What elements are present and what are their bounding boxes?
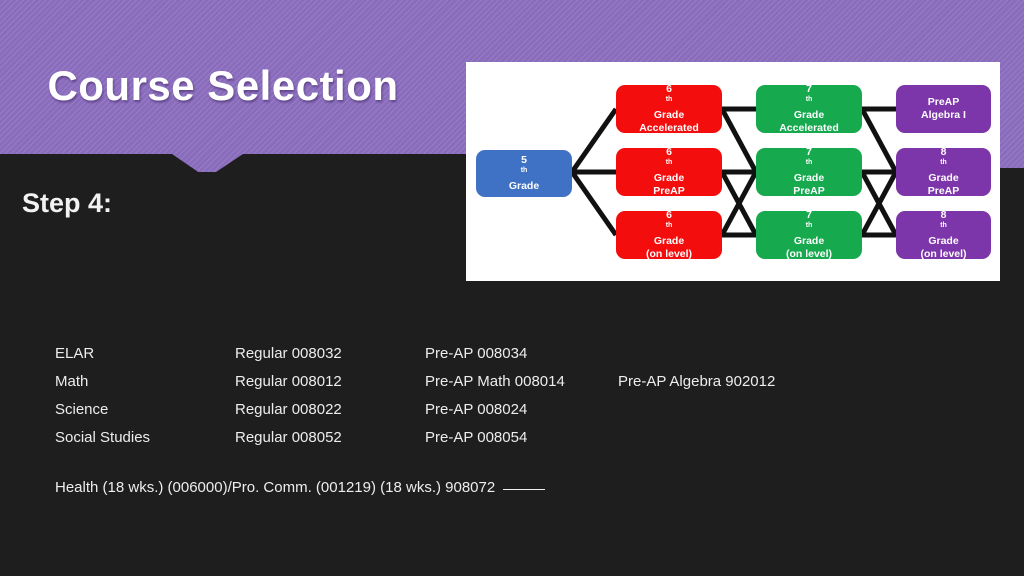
node-ordinal-suffix: th (520, 166, 528, 174)
node-grade-number: 6 (666, 145, 672, 158)
course-preap-code: Pre-AP Math 008014 (425, 373, 565, 390)
table-row: Science Regular 008022 Pre-AP 008024 (55, 401, 818, 429)
table-row: Social Studies Regular 008052 Pre-AP 008… (55, 429, 818, 457)
page-title: Course Selection (47, 62, 399, 109)
table-row: Math Regular 008012 Pre-AP Math 008014 P… (55, 373, 818, 401)
node-ordinal-suffix: th (665, 221, 673, 229)
node-grade-word: Grade (928, 172, 959, 185)
course-preap-code: Pre-AP 008024 (425, 401, 528, 418)
node-grade-number: 7 (806, 208, 812, 221)
node-ordinal-suffix: th (940, 158, 947, 166)
node-grade-number: 5 (521, 153, 527, 166)
node-grade-number: 6 (666, 82, 672, 95)
course-regular-code: Regular 008052 (235, 429, 342, 446)
course-code-table: ELAR Regular 008032 Pre-AP 008034 Math R… (55, 345, 818, 457)
course-extra-code (618, 429, 818, 457)
node-track-label: (on level) (645, 248, 693, 261)
course-regular-code: Regular 008032 (235, 345, 342, 362)
node-grade-word: Grade (793, 109, 825, 122)
node-ordinal-suffix: th (665, 158, 673, 166)
node-track-label: (on level) (785, 248, 833, 261)
footer-note: Health (18 wks.) (006000)/Pro. Comm. (00… (55, 479, 546, 496)
course-regular-code: Regular 008022 (235, 401, 342, 418)
node-ordinal-suffix: th (805, 221, 813, 229)
course-subject: ELAR (55, 345, 95, 362)
node-ordinal-suffix: th (805, 95, 813, 103)
course-regular-code: Regular 008012 (235, 373, 342, 390)
node-track-label: PreAP (793, 185, 825, 198)
fill-in-blank (503, 489, 546, 490)
step-label: Step 4: (22, 188, 113, 218)
diagram-node-preap-algebra-1: PreAP Algebra I (896, 85, 991, 133)
course-extra-code: Pre-AP Algebra 902012 (618, 373, 776, 390)
node-grade-number: 7 (806, 145, 812, 158)
diagram-connector-lines (569, 106, 899, 238)
node-ordinal-suffix: th (940, 221, 947, 229)
course-subject: Social Studies (55, 429, 151, 446)
node-track-label: Accelerated (639, 122, 699, 135)
node-grade-word: Grade (653, 235, 685, 248)
course-subject: Science (55, 401, 109, 418)
node-track-label: Algebra I (921, 109, 966, 121)
node-track-label: Accelerated (779, 122, 839, 135)
node-grade-word: Grade (653, 109, 685, 122)
node-track-label: (on level) (920, 248, 967, 261)
footer-note-text: Health (18 wks.) (006000)/Pro. Comm. (00… (55, 479, 496, 496)
table-row: ELAR Regular 008032 Pre-AP 008034 (55, 345, 818, 373)
node-grade-number: 6 (666, 208, 672, 221)
course-preap-code: Pre-AP 008054 (425, 429, 528, 446)
node-grade-word: Grade (508, 180, 540, 193)
node-grade-number: 8 (940, 208, 947, 221)
node-grade-word: Grade (928, 235, 959, 248)
course-extra-code (618, 401, 818, 429)
node-ordinal-suffix: th (805, 158, 813, 166)
course-preap-code: Pre-AP 008034 (425, 345, 528, 362)
node-grade-number: 7 (806, 82, 812, 95)
course-subject: Math (55, 373, 89, 390)
course-extra-code (618, 345, 818, 373)
node-track-label: PreAP (653, 185, 685, 198)
node-track-label: PreAP (927, 185, 960, 198)
node-grade-word: Grade (653, 172, 685, 185)
node-grade-number: 8 (940, 145, 947, 158)
node-grade-word: Grade (793, 235, 825, 248)
node-ordinal-suffix: th (665, 95, 673, 103)
node-grade-word: Grade (793, 172, 825, 185)
node-grade-number: PreAP (927, 95, 960, 108)
